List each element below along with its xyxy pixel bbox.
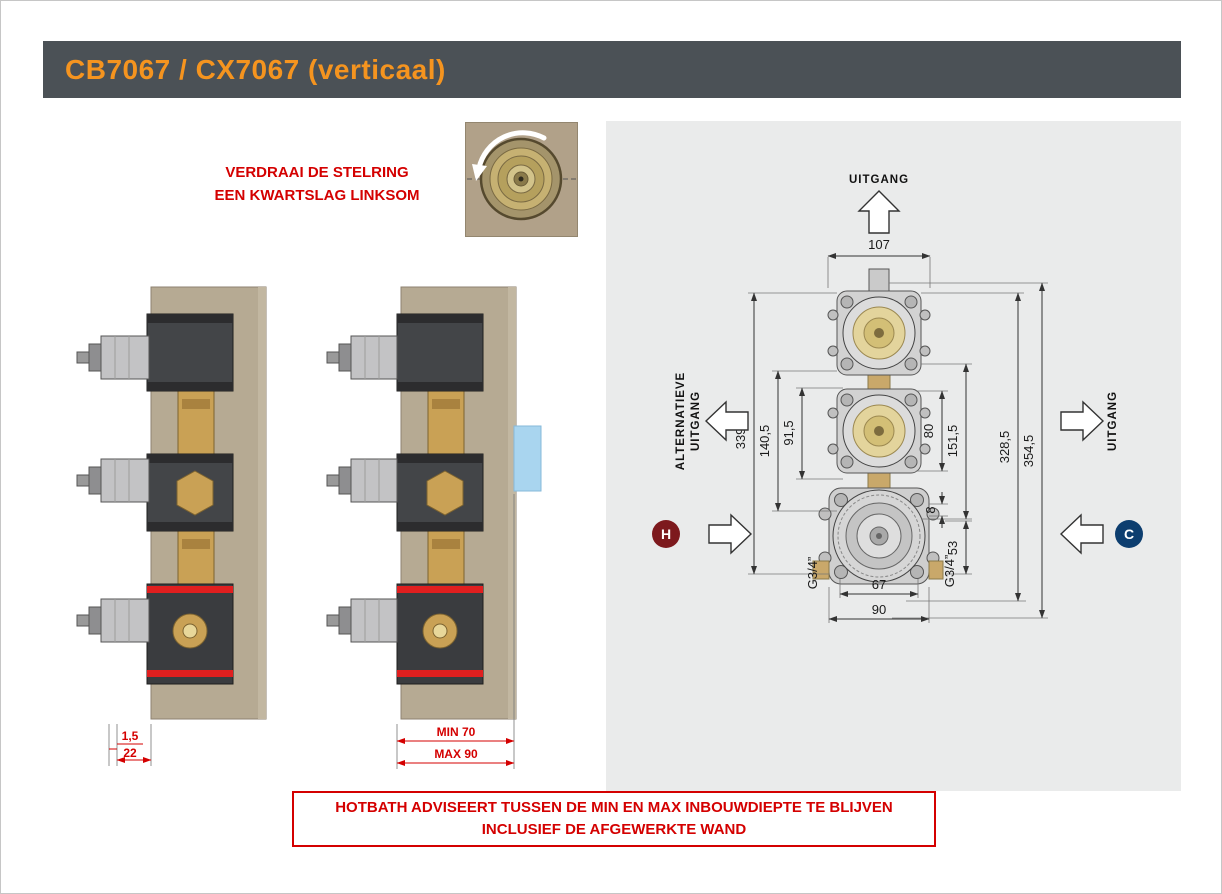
stelring-instruction: VERDRAAI DE STELRING EEN KWARTSLAG LINKS… (197, 161, 437, 208)
dim-min-depth: MIN 70 (437, 725, 476, 739)
valve-body-side (146, 313, 234, 685)
red-stripe-bottom (147, 670, 233, 677)
stelring-ring (479, 137, 563, 221)
red-stripe-top (147, 586, 233, 593)
arrow-left-icon (704, 400, 749, 442)
stelring-dial-image (465, 122, 578, 237)
header-bar: CB7067 / CX7067 (verticaal) (43, 41, 1181, 98)
advisory-line-1: HOTBATH ADVISEERT TUSSEN DE MIN EN MAX I… (335, 799, 893, 817)
valve-module-bottom (812, 487, 944, 585)
page-title: CB7067 / CX7067 (verticaal) (65, 53, 446, 85)
advisory-line-2: INCLUSIEF DE AFGEWERKTE WAND (481, 821, 747, 838)
dim-max-depth: MAX 90 (434, 747, 478, 761)
hex-nut (176, 470, 214, 516)
hot-badge (652, 520, 680, 548)
dim-140-5: 140,5 (757, 425, 772, 458)
dim-90: 90 (872, 602, 886, 617)
dim-80: 80 (921, 424, 936, 438)
valve-module-middle (827, 388, 931, 474)
flow-arrows: UITGANG ALTERNATIEVE UITGANG UITGANG H C (652, 174, 1143, 555)
dim-67: 67 (872, 577, 886, 592)
dim-107: 107 (868, 237, 890, 252)
outlet-top-label: UITGANG (849, 174, 909, 186)
valve-module-top (827, 290, 931, 376)
top-outlet-port (868, 268, 890, 294)
side-view-2: MIN 70 MAX 90 (326, 279, 551, 789)
dimension-drawing-panel: 107 339,5 140,5 91,5 80 151,5 328,5 354,… (606, 121, 1181, 791)
dim-91-5: 91,5 (781, 420, 796, 445)
thread-label-left: G3/4” (805, 557, 820, 590)
extension-lines (748, 257, 1048, 623)
cold-label: C (1124, 526, 1134, 542)
side-view-1-svg: 1,5 22 (76, 286, 267, 766)
instruction-line-2: EEN KWARTSLAG LINKSOM (214, 187, 420, 205)
finished-wall-tile (513, 425, 542, 492)
valve-body-front (812, 268, 944, 585)
thread-port-left (812, 560, 830, 580)
stelring-dial-svg (465, 122, 578, 237)
arrow-right-icon (1060, 400, 1105, 442)
thread-label-right: G3/4” (942, 555, 957, 588)
cold-inlet-arrow-icon (1059, 513, 1104, 555)
red-stripe-bottom (397, 670, 483, 677)
alt-outlet-label-1: ALTERNATIEVE (675, 372, 687, 470)
dim-354-5: 354,5 (1021, 435, 1036, 468)
thread-port-right (928, 560, 944, 580)
dim-depth-22: 22 (123, 746, 137, 760)
advisory-box: HOTBATH ADVISEERT TUSSEN DE MIN EN MAX I… (292, 791, 936, 847)
hex-nut (426, 470, 464, 516)
dim-151-5: 151,5 (945, 425, 960, 458)
red-stripe-top (397, 586, 483, 593)
view2-dimensions: MIN 70 MAX 90 (396, 494, 515, 769)
alt-outlet-label-2: UITGANG (690, 391, 702, 451)
cold-badge (1115, 520, 1143, 548)
hot-label: H (661, 526, 671, 542)
instruction-line-1: VERDRAAI DE STELRING (225, 164, 409, 181)
counterclockwise-arrow-icon (472, 130, 547, 181)
dim-53: 53 (945, 541, 960, 555)
dimension-drawing-svg: 107 339,5 140,5 91,5 80 151,5 328,5 354,… (652, 174, 1143, 623)
side-view-2-svg: MIN 70 MAX 90 (326, 286, 542, 769)
dim-328-5: 328,5 (997, 431, 1012, 464)
side-view-1: 1,5 22 (61, 279, 281, 784)
hot-inlet-arrow-icon (708, 513, 753, 555)
dimension-lines: 107 339,5 140,5 91,5 80 151,5 328,5 354,… (733, 237, 1045, 622)
valve-spindles (76, 335, 150, 643)
valve-spindles (326, 335, 398, 643)
arrow-up-icon (857, 190, 901, 234)
dim-ring-thickness: 1,5 (122, 729, 139, 743)
valve-body-side (396, 313, 484, 685)
view1-dimensions: 1,5 22 (108, 724, 152, 766)
outlet-right-label: UITGANG (1107, 391, 1119, 451)
dim-8: 8 (923, 506, 938, 513)
